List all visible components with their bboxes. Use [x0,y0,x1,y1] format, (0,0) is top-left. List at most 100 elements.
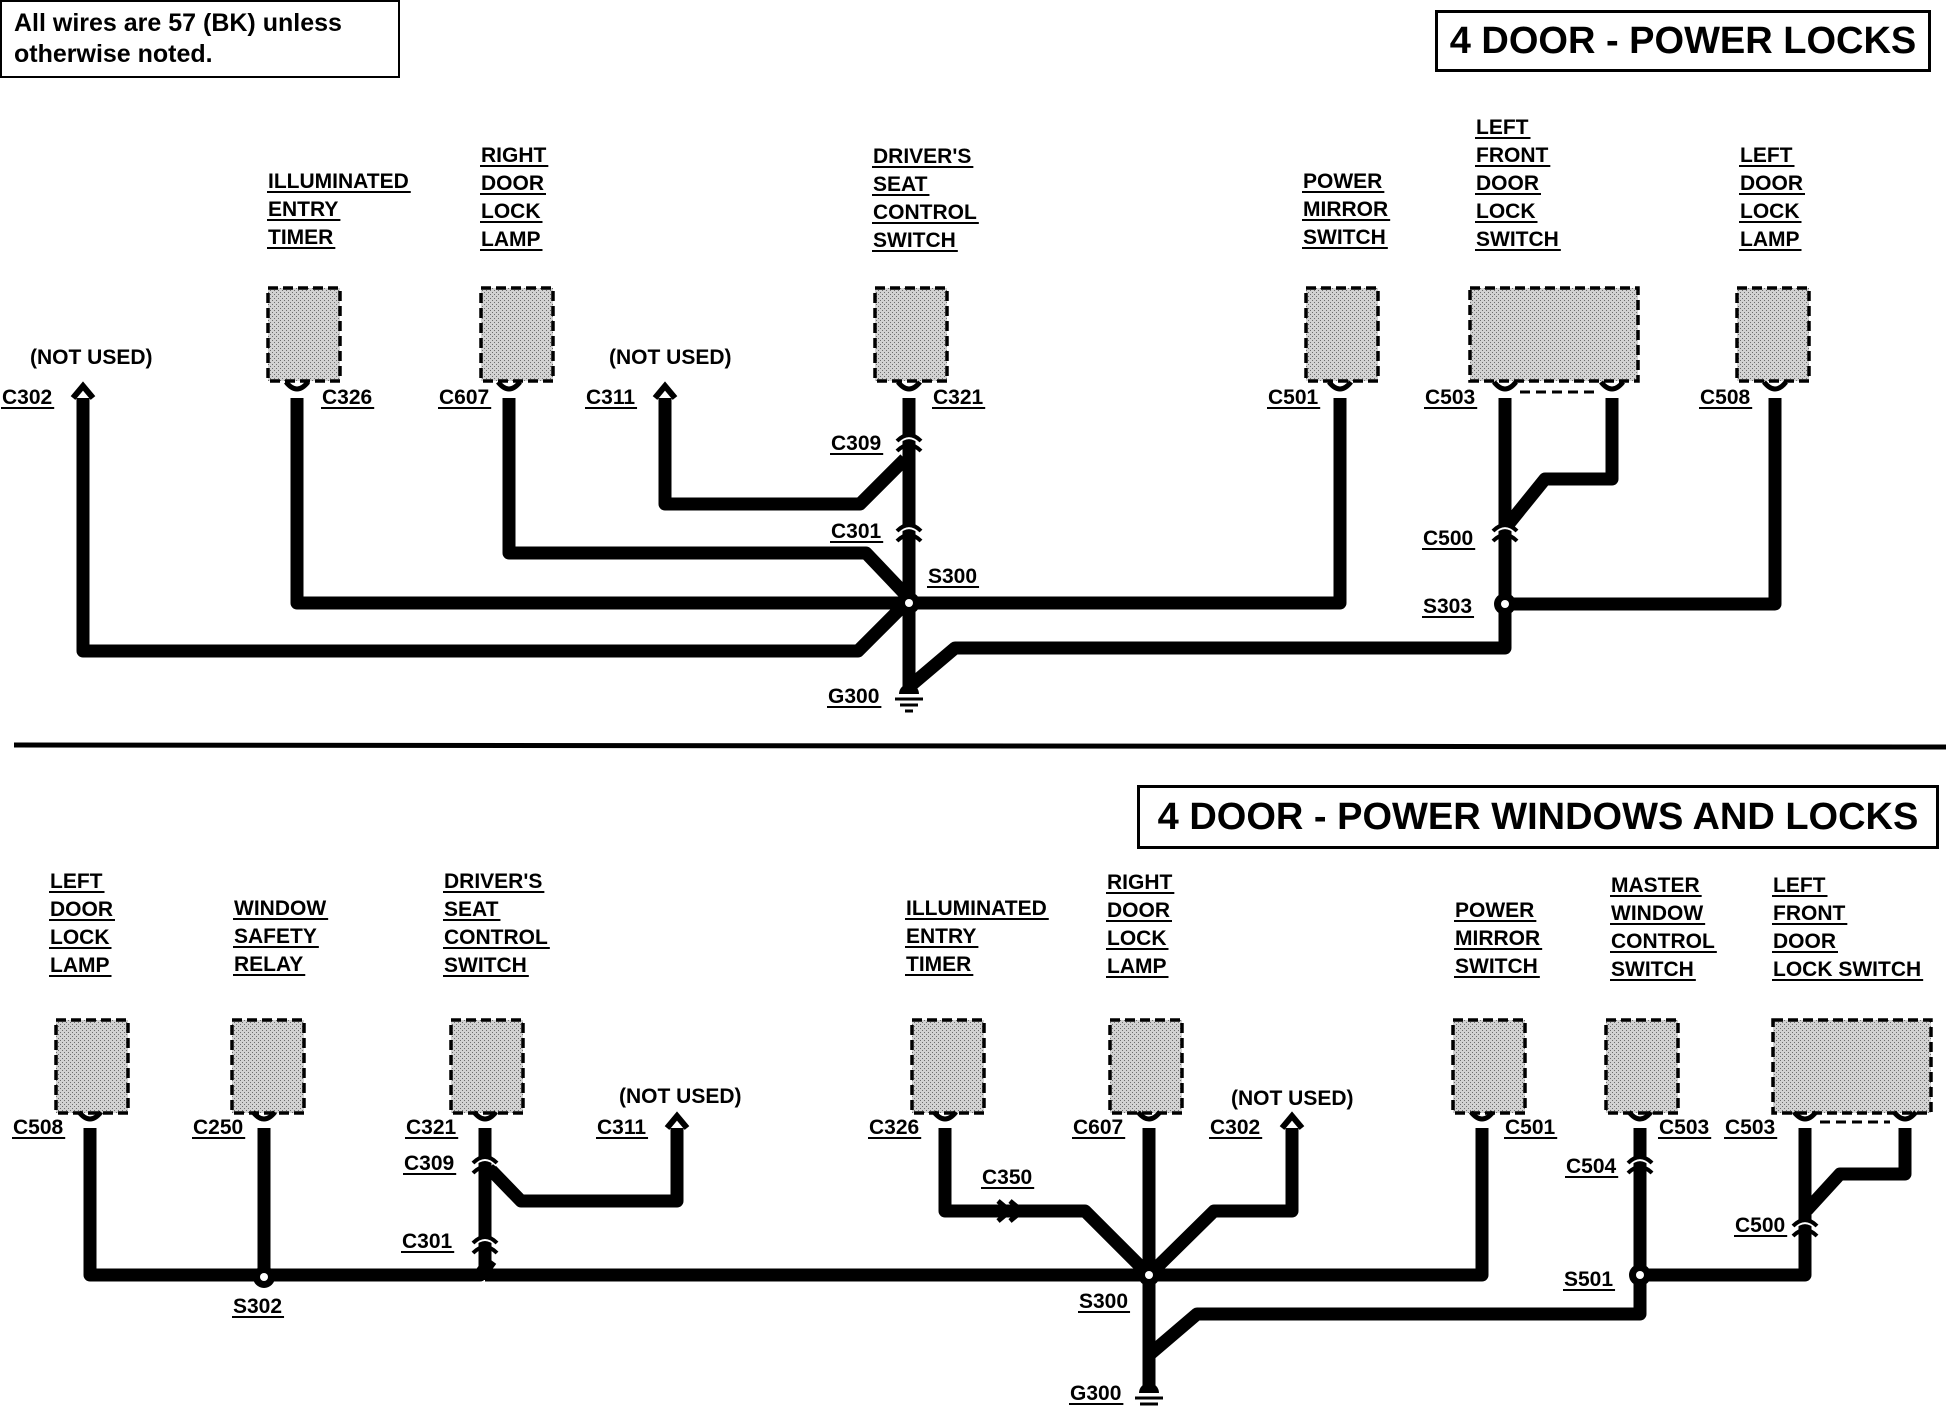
wire-c503-rr-bottom [1802,1128,1912,1215]
not-used-arrow-top-c311 [652,381,678,400]
component-label-1-1-line-0: WINDOW [234,897,326,920]
component-label-0-0-line-0: ILLUMINATED [268,170,409,193]
connector-label-1-10: C607 [1073,1116,1123,1139]
wire-c311-top [658,398,910,511]
component-label-0-5-line-0: LEFT [1740,144,1793,167]
component-label-1-7-line-1: FRONT [1773,902,1845,925]
component-box-1-7 [1771,1018,1933,1115]
connector-label-1-8: C326 [869,1116,919,1139]
connector-label-1-9: C350 [982,1166,1032,1189]
connector-label-1-13: S300 [1079,1290,1128,1313]
inline-c504-bottom-bottom [1626,1165,1654,1175]
component-label-0-3-line-1: MIRROR [1303,198,1388,221]
component-label-0-1-line-3: LAMP [481,228,541,251]
connector-label-1-20: C500 [1735,1214,1785,1237]
connector-label-1-17: C503 [1659,1116,1709,1139]
connector-label-0-14: S303 [1423,595,1472,618]
inline-c309-bottom-top [471,1155,499,1165]
component-label-1-5-line-0: POWER [1455,899,1534,922]
not-used-arrow-top-c302 [70,381,96,400]
connector-label-1-12: C302 [1210,1116,1260,1139]
connector-label-1-0: C508 [13,1116,64,1139]
wire-note-line-2: otherwise noted. [14,40,213,68]
component-box-1-0 [54,1018,130,1115]
component-label-1-0-line-0: LEFT [50,870,103,893]
inline-c350-b [1008,1199,1026,1223]
not-used-label-1-6: (NOT USED) [619,1085,742,1108]
wire-note: All wires are 57 (BK) unless otherwise n… [0,0,400,78]
component-label-1-6-line-3: SWITCH [1611,958,1694,981]
connector-y-top-0 [284,380,310,392]
connector-label-0-5: C311 [586,386,635,409]
component-label-1-7-line-3: LOCK SWITCH [1773,958,1921,981]
component-label-1-5-line-1: MIRROR [1455,927,1540,950]
component-box-0-2 [873,286,949,383]
component-label-0-2-line-2: CONTROL [873,201,977,224]
symbols [70,380,1918,1406]
component-label-1-1-line-1: SAFETY [234,925,317,948]
wire-s300-c501-top [909,398,1347,610]
component-label-1-2-line-3: SWITCH [444,954,527,977]
wire-c302-bottom [1144,1128,1299,1280]
component-label-1-1-line-2: RELAY [234,953,303,976]
inline-c309-top-top [895,433,923,443]
connector-label-1-19: C503 [1725,1116,1775,1139]
component-label-0-5-line-3: LAMP [1740,228,1800,251]
connector-y-top-5 [1599,380,1625,392]
splice-s501-bottom-center [1636,1271,1644,1279]
connector-label-1-3: C321 [406,1116,457,1139]
connector-y-top-3 [1327,380,1353,392]
section-title-power-locks: 4 DOOR - POWER LOCKS [1435,10,1931,72]
inline-c301-top-bottom [895,533,923,543]
component-box-1-1 [230,1018,306,1115]
component-label-1-3-line-2: TIMER [906,953,971,976]
connector-y-top-4 [1492,380,1518,392]
component-label-1-3-line-1: ENTRY [906,925,976,948]
component-box-0-3 [1304,286,1380,383]
connector-y-bottom-5 [1469,1110,1495,1122]
labels: ILLUMINATEDENTRYTIMERRIGHTDOORLOCKLAMPDR… [1,116,1924,1405]
connector-y-bottom-7 [1792,1110,1818,1122]
connector-y-top-2 [896,380,922,392]
connector-label-0-6: C321 [933,386,984,409]
component-label-0-2-line-0: DRIVER'S [873,145,971,168]
component-label-0-5-line-1: DOOR [1740,172,1803,195]
connector-y-bottom-6 [1627,1110,1653,1122]
connector-y-bottom-8 [1892,1110,1918,1122]
connector-label-0-3: C607 [439,386,489,409]
connector-label-0-12: C503 [1425,386,1475,409]
component-box-0-1 [479,286,555,383]
component-label-1-3-line-0: ILLUMINATED [906,897,1047,920]
component-label-1-5-line-2: SWITCH [1455,955,1538,978]
wire-s300-c501-bottom [1149,1128,1489,1282]
inline-c504-bottom-top [1626,1155,1654,1165]
connector-y-bottom-1 [251,1110,277,1122]
top-wires [76,398,1782,692]
connector-label-0-8: C301 [831,520,882,543]
component-label-0-0-line-1: ENTRY [268,198,338,221]
component-label-1-0-line-3: LAMP [50,954,110,977]
splice-s302-bottom-center [260,1273,268,1281]
splice-s303-top-center [1501,600,1509,608]
connector-label-0-9: S300 [928,565,977,588]
component-box-1-5 [1451,1018,1527,1115]
component-label-1-6-line-1: WINDOW [1611,902,1703,925]
wire-s300-s501-bottom [1144,1275,1647,1360]
component-label-0-3-line-2: SWITCH [1303,226,1386,249]
wire-c326-bottom [938,1128,1154,1280]
splice-s300-top-center [905,599,913,607]
component-label-0-3-line-0: POWER [1303,170,1382,193]
component-label-0-2-line-1: SEAT [873,173,928,196]
inline-c309-bottom-bottom [471,1165,499,1175]
not-used-label-0-4: (NOT USED) [609,346,732,369]
component-box-1-2 [449,1018,525,1115]
not-used-arrow-bottom-c302 [1279,1111,1305,1130]
connector-y-top-1 [496,380,522,392]
component-label-1-6-line-0: MASTER [1611,874,1700,897]
component-label-1-2-line-2: CONTROL [444,926,548,949]
section-title-power-windows-and-locks: 4 DOOR - POWER WINDOWS AND LOCKS [1137,785,1939,849]
connector-label-1-4: C309 [404,1152,454,1175]
wire-c503-b-top [1501,398,1619,531]
ground-g300-top-cap [899,684,919,694]
